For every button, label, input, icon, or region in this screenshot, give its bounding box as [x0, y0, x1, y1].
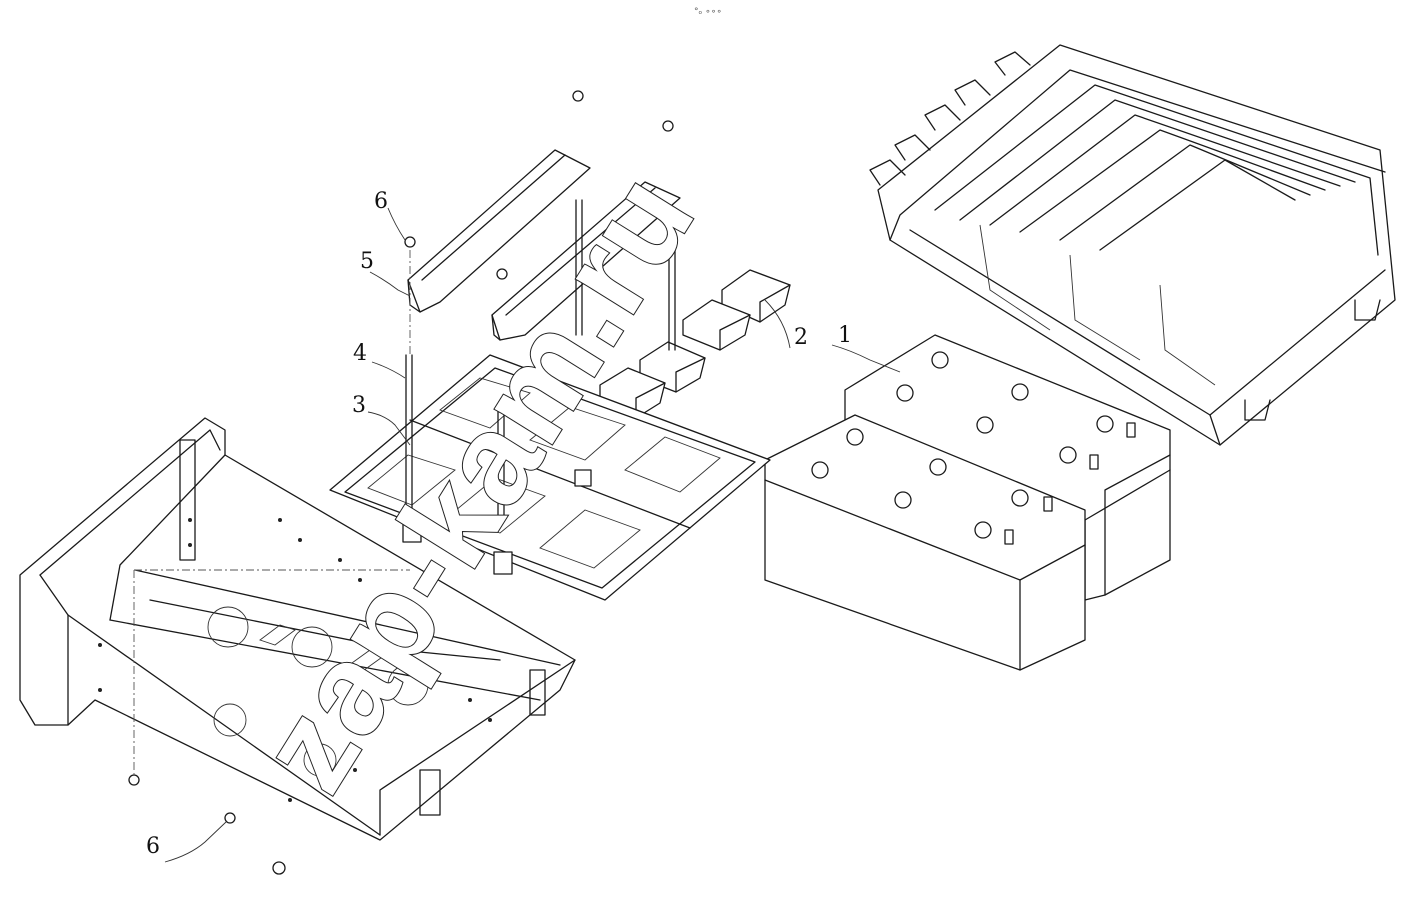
callout-6-bottom: 6: [146, 834, 160, 859]
battery-front: [764, 414, 1086, 671]
battery-rear: [844, 334, 1171, 601]
callout-2: 2: [794, 325, 808, 350]
header-mark: °ₒ ∘∘∘: [694, 7, 722, 17]
callout-4: 4: [353, 341, 367, 366]
battery-cover: [869, 44, 1396, 446]
battery-box-bracket: [19, 417, 576, 841]
leader-lines: [164, 207, 901, 863]
center-lines: [133, 250, 411, 775]
callout-5: 5: [360, 249, 374, 274]
nuts: [128, 90, 674, 875]
callouts: 1 2 3 4 5 6 6: [146, 189, 852, 859]
clamp-bars: [407, 149, 681, 341]
callout-6-top: 6: [374, 189, 388, 214]
tie-rods: [405, 199, 676, 521]
callout-3: 3: [352, 393, 366, 418]
callout-1: 1: [838, 323, 852, 348]
battery-tray: [329, 354, 771, 601]
